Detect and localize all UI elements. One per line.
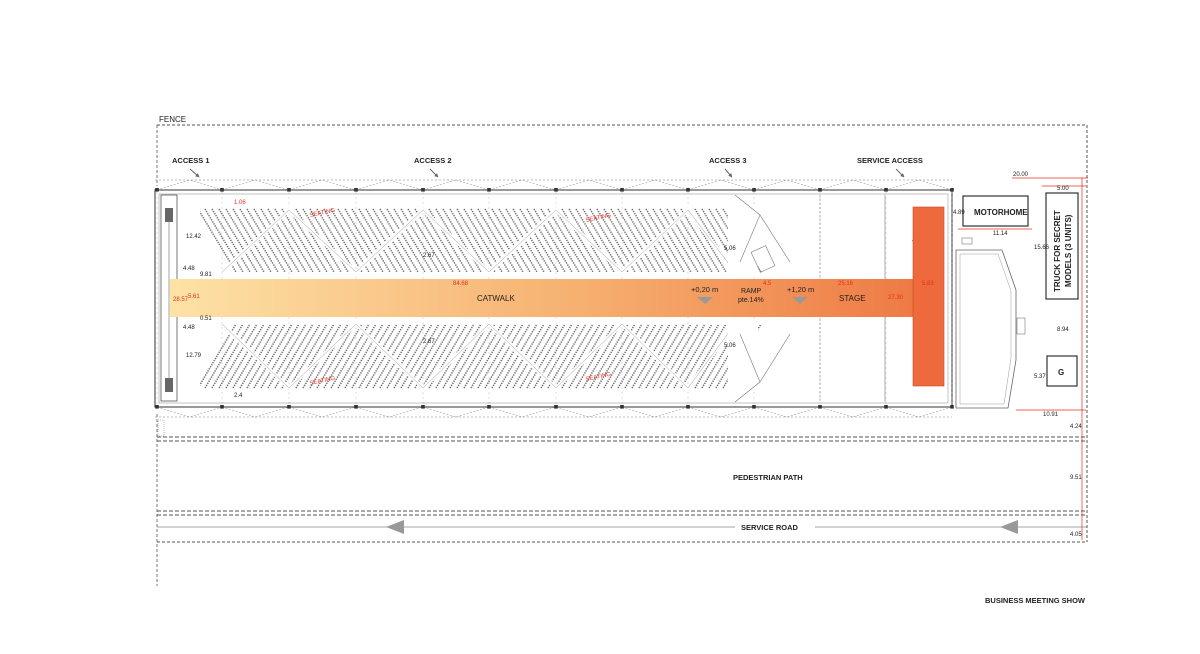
truck-label-line1: TRUCK FOR SECRET [1053, 210, 1062, 292]
dim-truck-gap: 8.94 [1057, 327, 1069, 333]
caption: BUSINESS MEETING SHOW [985, 596, 1086, 605]
dim-ramp-run: 4.5 [763, 281, 772, 287]
access-2-label: ACCESS 2 [414, 156, 452, 165]
dim-truck-width: 5.00 [1057, 186, 1069, 192]
dim-stair-top: 5.06 [724, 246, 736, 252]
dim-service-total: 20.00 [1013, 172, 1029, 178]
dim-path-gap: 4.24 [1070, 424, 1082, 430]
level-marker-ramp [697, 297, 713, 304]
dim-bay-top: 2.67 [423, 253, 435, 259]
stage-label: STAGE [839, 294, 866, 303]
dim-motorhome-length: 11.14 [993, 231, 1008, 237]
dim-left-top: 12.42 [186, 234, 202, 240]
stage [912, 206, 945, 387]
roof-truss-top [156, 179, 953, 191]
motorhome [962, 195, 1029, 227]
dim-seating-tag-2: SEATING [585, 213, 612, 224]
dim-seat-gap-bottom: 2.4 [234, 393, 243, 399]
truck-label-line2: MODELS (3 UNITS) [1064, 214, 1073, 287]
access-labels: ACCESS 1 ACCESS 2 ACCESS 3 SERVICE ACCES… [172, 156, 923, 178]
access-2-arrow [429, 168, 439, 178]
dim-path-width: 9.51 [1070, 475, 1082, 481]
generator [1046, 355, 1078, 387]
access-1-label: ACCESS 1 [172, 156, 210, 165]
pedestrian-path-label: PEDESTRIAN PATH [733, 473, 803, 482]
dim-catwalk-width: 5.61 [188, 294, 200, 300]
dim-truck-length: 15.66 [1034, 245, 1050, 251]
dim-lower-service: 10.91 [1043, 412, 1059, 418]
dim-hall-width: 28.57 [173, 297, 189, 303]
dim-seating-tag-1: SEATING [309, 208, 336, 219]
fence [156, 124, 1088, 586]
seating-block-top [178, 205, 762, 277]
motorhome-label: MOTORHOME [974, 208, 1028, 217]
catwalk-label: CATWALK [477, 294, 515, 303]
dim-stage-right: 5.83 [922, 281, 934, 287]
level-ramp: +0,20 m [691, 285, 718, 294]
dim-stage-depth: 25.16 [838, 281, 854, 287]
dim-catwalk-length: 84.68 [453, 281, 469, 287]
ramp-slope: pte.14% [738, 297, 764, 304]
dimension-labels: 1.06 2.4 12.42 12.79 9.81 0.51 4.48 4.48… [173, 172, 1082, 538]
pedestrian-path [157, 419, 1087, 442]
ramp-label: RAMP [741, 288, 762, 295]
dim-bay-bottom: 2.67 [423, 339, 435, 345]
service-road-label: SERVICE ROAD [741, 523, 799, 532]
roof-truss-bottom [155, 406, 953, 418]
dim-road-width: 4.05 [1070, 532, 1082, 538]
road-arrow-left [386, 520, 404, 534]
access-1-arrow [189, 168, 200, 178]
catwalk [170, 279, 915, 317]
fence-label: FENCE [159, 115, 186, 124]
dim-gap-top: 4.48 [183, 266, 195, 272]
level-stage: +1,20 m [787, 285, 814, 294]
generator-label: G [1058, 368, 1064, 377]
road-arrow-right [1000, 520, 1018, 534]
dim-motorhome-depth: 4.89 [953, 210, 965, 216]
dim-gap-bottom: 4.48 [183, 325, 195, 331]
dim-stage-width: 27.30 [888, 295, 904, 301]
right-dimension-chain [958, 177, 1088, 540]
dim-aisle-top: 9.81 [200, 272, 212, 278]
access-3-arrow [724, 168, 733, 178]
dim-seating-tag-4: SEATING [585, 372, 612, 383]
service-area: MOTORHOME TRUCK FOR SECRET MODELS (3 UNI… [955, 192, 1079, 409]
dim-seat-gap-top: 1.06 [234, 200, 246, 206]
service-access-arrow [895, 168, 905, 178]
dim-gen-depth: 5.37 [1034, 374, 1046, 380]
dim-stair-bottom: 5.06 [724, 343, 736, 349]
dim-seating-tag-3: SEATING [309, 376, 336, 387]
dim-aisle-bottom: 0.51 [200, 316, 212, 322]
service-access-label: SERVICE ACCESS [857, 156, 923, 165]
backstage-building [955, 249, 1017, 409]
dim-left-bottom: 12.79 [186, 353, 202, 359]
level-marker-stage [792, 297, 808, 304]
access-3-label: ACCESS 3 [709, 156, 747, 165]
truck [1045, 192, 1079, 300]
seating-block-bottom [178, 320, 762, 392]
service-road [157, 510, 1087, 534]
